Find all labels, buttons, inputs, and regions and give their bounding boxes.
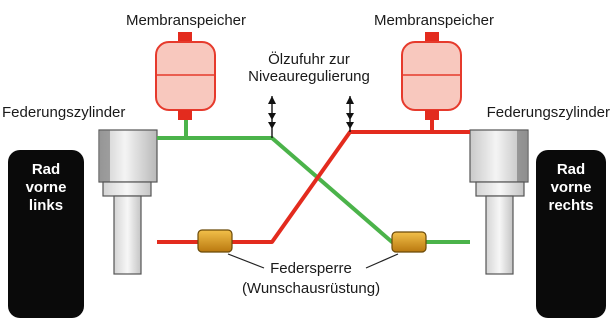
wheel-left-label-1: Rad [32,161,60,178]
suspension-cylinder-left [98,129,158,275]
wheel-right-label-2: vorne [551,179,592,196]
label-oil-supply-line1: Ölzufuhr zur [268,50,350,68]
membrane-accumulator-right [401,32,462,120]
wheel-left-label-2: vorne [26,179,67,196]
label-strut-right: Federungszylinder [487,104,610,121]
oil-supply-arrow-right [346,96,354,132]
label-spring-lock-line1: Federsperre [270,260,352,277]
label-oil-supply-line2: Niveauregulierung [248,68,370,85]
wheel-right-label-1: Rad [557,161,585,178]
membrane-accumulator-left [155,32,216,120]
label-accumulator-right: Membranspeicher [374,12,494,29]
wheel-left [8,150,84,318]
red-hydraulic-line [157,130,470,244]
wheel-right-label-3: rechts [548,197,593,214]
label-accumulator-left: Membranspeicher [126,12,246,29]
wheel-left-label-3: links [29,197,63,214]
oil-supply-arrow-left [268,96,276,138]
spring-lock-valve-left [197,229,233,253]
wheel-right [536,150,606,318]
label-spring-lock-line2: (Wunschausrüstung) [242,280,380,297]
suspension-cylinder-right [469,129,529,275]
green-hydraulic-line [157,136,470,244]
label-strut-left: Federungszylinder [2,104,125,121]
spring-lock-valve-right [391,231,427,253]
